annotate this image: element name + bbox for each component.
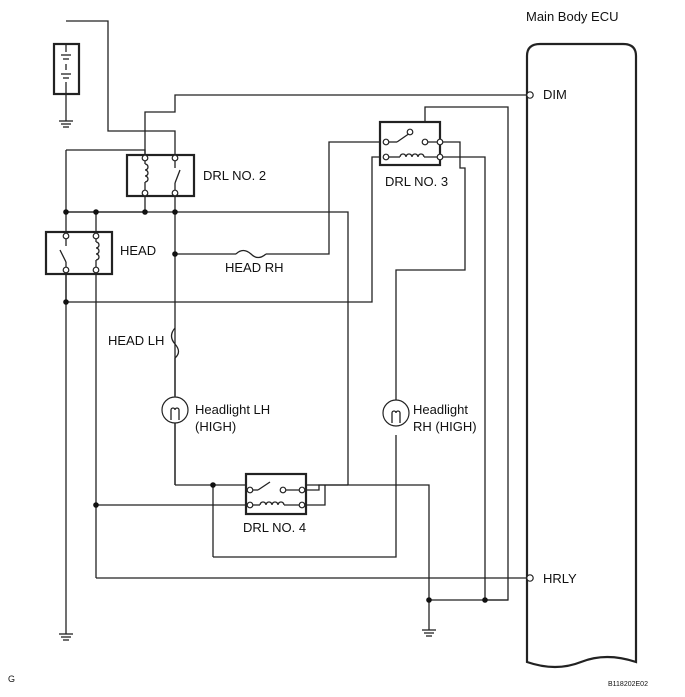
footer-left-mark: G (8, 674, 15, 684)
figure-code: B118202E02 (608, 681, 648, 688)
ecu-title: Main Body ECU (526, 9, 618, 24)
left-ground-icon (59, 591, 73, 641)
relay-drl-no2: DRL NO. 2 (125, 153, 266, 198)
fuse-head-rh-label: HEAD RH (225, 260, 284, 275)
headlight-lh-label-line1: Headlight LH (195, 402, 270, 417)
pin-hrly-label: HRLY (543, 571, 577, 586)
fuse-head-lh-label: HEAD LH (108, 333, 164, 348)
headlight-lh-bulb-icon: Headlight LH (HIGH) (161, 358, 270, 485)
battery-ground-icon (59, 120, 73, 128)
pin-hrly-terminal (526, 574, 534, 582)
headlight-rh-bulb-icon: Headlight RH (HIGH) (382, 399, 477, 434)
relay-drl-no4: DRL NO. 4 (243, 472, 308, 535)
main-body-ecu: Main Body ECU DIM HRLY (525, 9, 638, 669)
fuse-head-rh: HEAD RH (225, 249, 284, 275)
relay-head: HEAD (44, 230, 156, 276)
junction-dots (63, 209, 488, 603)
battery-symbol (52, 42, 81, 121)
relay-drl-no3: DRL NO. 3 (378, 120, 448, 189)
fuse-head-lh: HEAD LH (108, 327, 180, 359)
headlight-rh-label-line2: RH (HIGH) (413, 419, 477, 434)
relay-head-label: HEAD (120, 243, 156, 258)
center-ground-icon (422, 600, 436, 637)
pin-dim-terminal (526, 91, 534, 99)
relay-drl-no2-label: DRL NO. 2 (203, 168, 266, 183)
headlight-rh-label-line1: Headlight (413, 402, 468, 417)
relay-drl-no4-label: DRL NO. 4 (243, 520, 306, 535)
pin-dim-label: DIM (543, 87, 567, 102)
relay-drl-no3-label: DRL NO. 3 (385, 174, 448, 189)
headlight-lh-label-line2: (HIGH) (195, 419, 236, 434)
